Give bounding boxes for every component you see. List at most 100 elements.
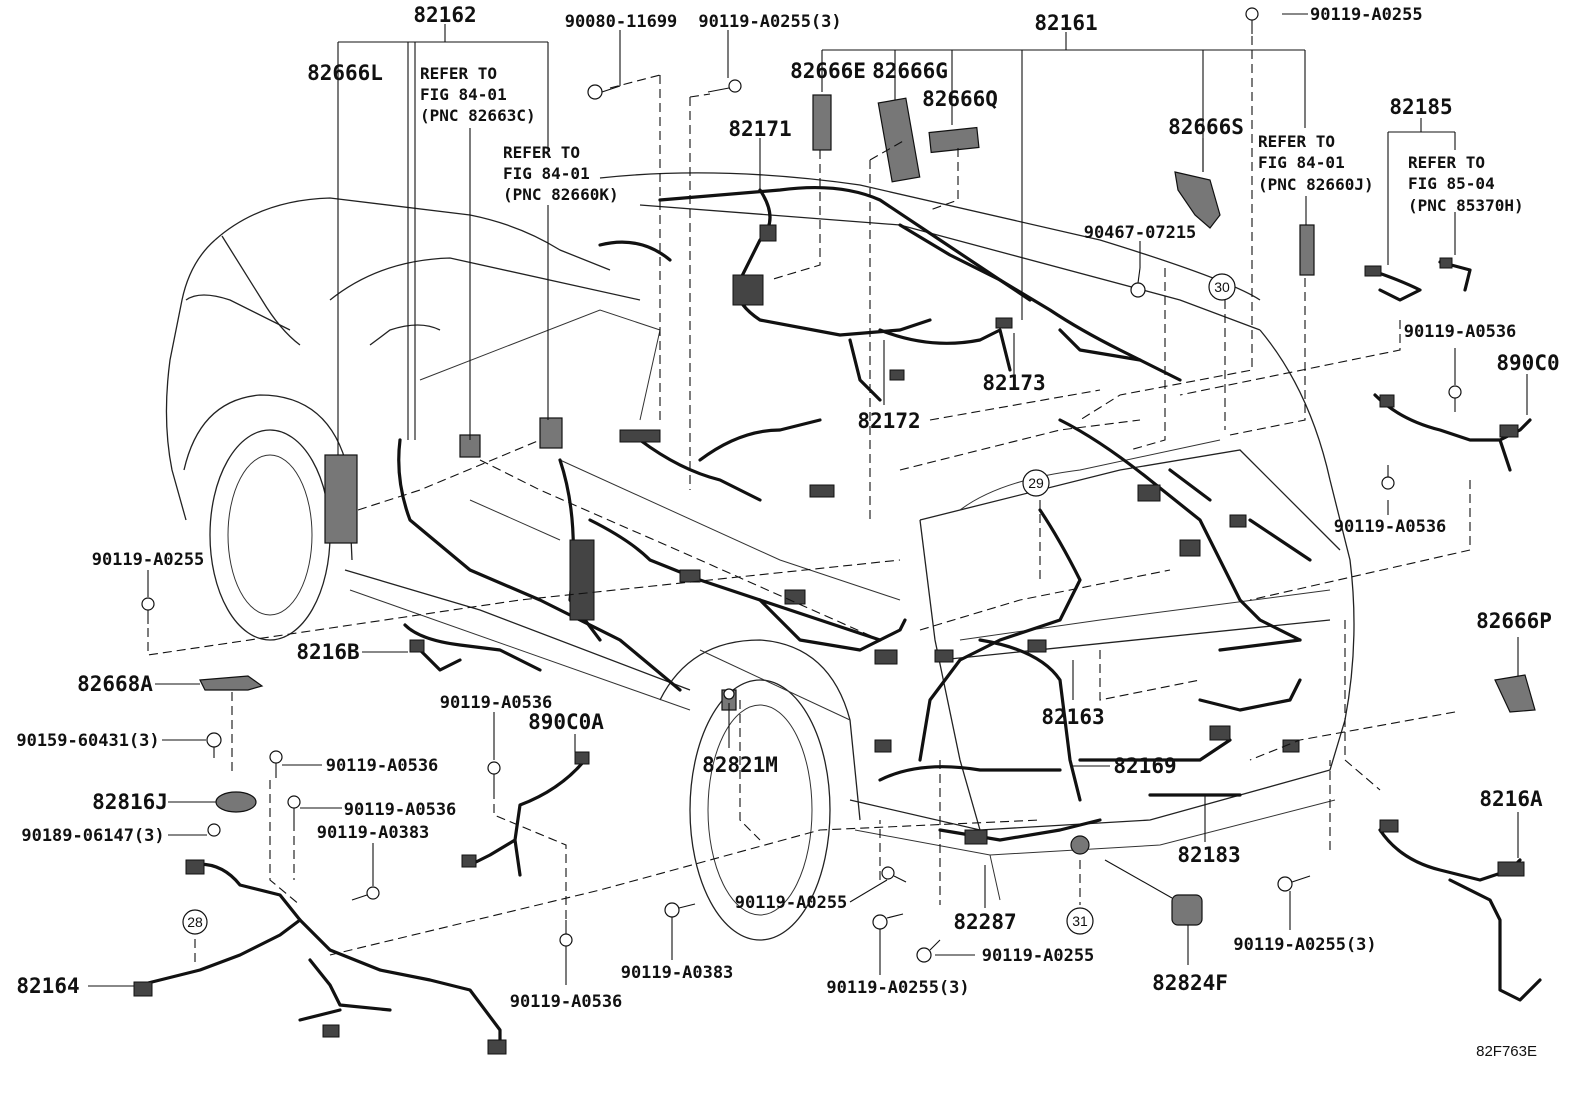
refer-85370H-line3: (PNC 85370H) — [1408, 196, 1524, 215]
label-82173: 82173 — [982, 371, 1045, 395]
connector-parts — [133, 94, 1536, 1055]
part-labels: 82162 82161 90080-11699 90119-A0255(3) 9… — [16, 3, 1559, 1060]
label-8216B: 8216B — [296, 640, 359, 664]
harness-8216A — [1378, 828, 1542, 1002]
fasteners — [141, 7, 1462, 963]
svg-text:29: 29 — [1028, 475, 1044, 491]
label-90119-A0255-3-r: 90119-A0255(3) — [1233, 935, 1376, 955]
harness-front — [138, 862, 502, 1052]
harness-82185 — [1368, 260, 1472, 302]
label-82163: 82163 — [1041, 705, 1104, 729]
callout-30: 30 — [1208, 273, 1236, 301]
label-82824F: 82824F — [1152, 971, 1228, 995]
label-90467-07215: 90467-07215 — [1084, 223, 1197, 243]
refer-82660J-line1: REFER TO — [1258, 132, 1335, 151]
label-82666P: 82666P — [1476, 609, 1552, 633]
part-82666L — [324, 454, 358, 544]
label-90159-60431: 90159-60431(3) — [16, 731, 159, 751]
label-90119-A0383-l: 90119-A0383 — [317, 823, 430, 843]
label-82666L: 82666L — [307, 61, 383, 85]
bolt-90119-A0255-topright — [1245, 7, 1259, 34]
part-82666Q — [928, 126, 980, 154]
harness-roof — [598, 185, 1182, 402]
part-82816J — [215, 791, 257, 813]
callout-29: 29 — [1022, 469, 1050, 497]
bolt-90119-A0536-r1 — [1448, 385, 1462, 412]
harness-floor — [397, 418, 907, 692]
part-82666S — [1174, 171, 1221, 229]
refer-85370H-line1: REFER TO — [1408, 153, 1485, 172]
part-grommet-31 — [1070, 835, 1090, 855]
label-8216A: 8216A — [1479, 787, 1543, 811]
bolt-90119-A0255-c — [881, 866, 907, 883]
label-82185: 82185 — [1389, 95, 1452, 119]
part-82666E — [812, 94, 832, 151]
part-82660J — [1299, 224, 1315, 276]
bolt-90119-A0383-l — [351, 886, 380, 901]
label-82171: 82171 — [728, 117, 791, 141]
label-90119-A0536-l2: 90119-A0536 — [344, 800, 457, 820]
label-82816J: 82816J — [92, 790, 168, 814]
refer-82660K-line2: FIG 84-01 — [503, 164, 590, 183]
svg-text:31: 31 — [1072, 913, 1088, 929]
part-82668A — [199, 675, 264, 691]
harness-rear — [878, 418, 1312, 842]
callout-28: 28 — [182, 909, 208, 935]
refer-85370H-line2: FIG 85-04 — [1408, 174, 1495, 193]
bolt-90119-A0536-b — [559, 920, 573, 947]
part-82666P — [1494, 674, 1536, 713]
bolt-90119-A0255-3r — [1277, 875, 1311, 892]
svg-text:28: 28 — [187, 914, 203, 930]
vehicle-body-outline — [165, 172, 1355, 941]
refer-82663C-line2: FIG 84-01 — [420, 85, 507, 104]
label-890C0: 890C0 — [1496, 351, 1559, 375]
label-82666S: 82666S — [1168, 115, 1244, 139]
label-90119-A0536-r2: 90119-A0536 — [1334, 517, 1447, 537]
part-82660K — [539, 417, 563, 449]
label-90119-A0383-b: 90119-A0383 — [621, 963, 734, 983]
label-82172: 82172 — [857, 409, 920, 433]
callout-31: 31 — [1066, 907, 1094, 935]
bolt-90119-A0255-top — [707, 79, 742, 93]
bolt-90119-A0255-3b — [872, 913, 904, 930]
label-890C0A: 890C0A — [528, 710, 604, 734]
label-90119-A0255-topright: 90119-A0255 — [1310, 5, 1423, 25]
bolt-90119-A0383-b — [664, 902, 696, 918]
label-82169: 82169 — [1113, 754, 1176, 778]
refer-82660J-line2: FIG 84-01 — [1258, 153, 1345, 172]
diagram-code: 82F763E — [1476, 1043, 1537, 1060]
harness-8216B — [403, 623, 542, 672]
label-82666G: 82666G — [872, 59, 948, 83]
label-82161: 82161 — [1034, 11, 1097, 35]
label-90119-A0536-r1: 90119-A0536 — [1404, 322, 1517, 342]
label-90119-A0536-l1: 90119-A0536 — [326, 756, 439, 776]
label-90119-A0255-3-top: 90119-A0255(3) — [698, 12, 841, 32]
label-82183: 82183 — [1177, 843, 1240, 867]
label-82666E: 82666E — [790, 59, 866, 83]
harness-890C0A — [468, 758, 587, 877]
bolt-90119-A0536-mid — [487, 761, 501, 790]
callout-circles: 28 29 30 31 — [182, 273, 1236, 935]
refer-82663C-line3: (PNC 82663C) — [420, 106, 536, 125]
clip-90467-07215 — [1130, 267, 1146, 298]
svg-text:30: 30 — [1214, 279, 1230, 295]
refer-82660J-line3: (PNC 82660J) — [1258, 175, 1374, 194]
label-90119-A0255-c2: 90119-A0255 — [982, 946, 1095, 966]
part-82666G — [877, 97, 921, 183]
label-82666Q: 82666Q — [922, 87, 998, 111]
refer-82663C-line1: REFER TO — [420, 64, 497, 83]
label-82287: 82287 — [953, 910, 1016, 934]
label-82162: 82162 — [413, 3, 476, 27]
label-82164: 82164 — [16, 974, 79, 998]
label-90080-11699: 90080-11699 — [565, 12, 678, 32]
label-90119-A0536-mid: 90119-A0536 — [440, 693, 553, 713]
bolt-90080-11699 — [587, 84, 621, 100]
label-90119-A0255-left: 90119-A0255 — [92, 550, 205, 570]
label-90119-A0536-b: 90119-A0536 — [510, 992, 623, 1012]
label-90119-A0255-c: 90119-A0255 — [735, 893, 848, 913]
label-90189-06147: 90189-06147(3) — [21, 826, 164, 846]
bolt-90159-60431 — [206, 732, 222, 758]
bolt-90119-A0536-l1 — [269, 750, 283, 778]
